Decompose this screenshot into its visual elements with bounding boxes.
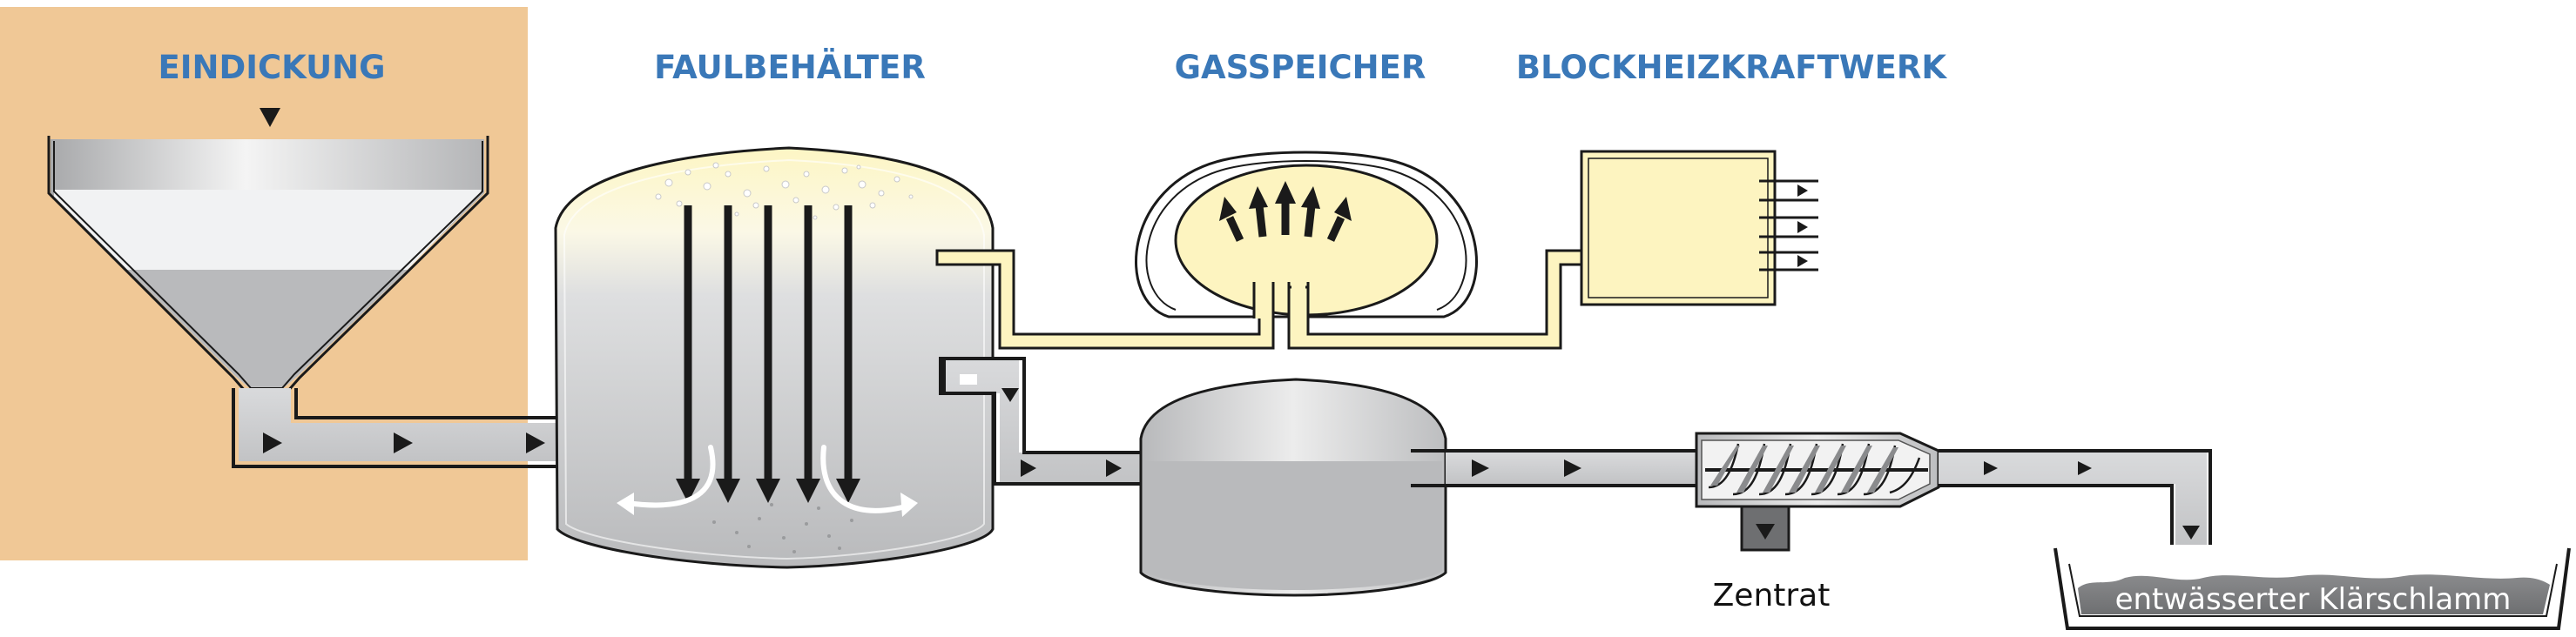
circulation-arrows bbox=[624, 445, 908, 513]
gas-bubbles bbox=[655, 162, 914, 220]
inflow-marker-icon bbox=[260, 108, 280, 127]
gas-flow-arrows bbox=[1219, 181, 1352, 242]
chp-output-lines bbox=[1759, 179, 1818, 272]
thickening-title: EINDICKUNG bbox=[158, 49, 385, 86]
flow-arrow-icon bbox=[1472, 459, 1489, 477]
flow-arrow-icon bbox=[2078, 461, 2092, 475]
storage-tank bbox=[1139, 378, 1447, 597]
flow-arrow-icon bbox=[1984, 461, 1998, 475]
flow-arrow-icon bbox=[1001, 388, 1019, 402]
flow-arrow-icon bbox=[263, 432, 282, 453]
centrate-label: Zentrat bbox=[1713, 578, 1831, 614]
flow-arrow-icon bbox=[526, 432, 545, 453]
pipe-storage-to-centrifuge bbox=[1411, 449, 1698, 487]
centrifuge bbox=[1695, 432, 1940, 552]
output-arrow-icon bbox=[1797, 184, 1808, 197]
pipe-digester-to-storage-tank bbox=[939, 357, 1143, 486]
gas-storage-title: GASSPEICHER bbox=[1175, 49, 1426, 86]
flow-arrow-icon bbox=[394, 432, 413, 453]
dewatered-sludge-container bbox=[2053, 547, 2571, 630]
flow-arrow-icon bbox=[1564, 459, 1581, 477]
mixing-arrows bbox=[676, 205, 860, 503]
dewatered-sludge-label: entwässerter Klärschlamm bbox=[2115, 582, 2512, 617]
centrate-flow-icon bbox=[1756, 524, 1775, 540]
output-arrow-icon bbox=[1797, 255, 1808, 267]
gas-storage-dome bbox=[1135, 151, 1478, 318]
pipe-centrifuge-to-container bbox=[1939, 449, 2212, 545]
chp-plant-title: BLOCKHEIZKRAFTWERK bbox=[1516, 49, 1947, 86]
chp-plant-box bbox=[1580, 150, 1818, 306]
flow-arrow-icon bbox=[1021, 459, 1036, 477]
pipe-thickener-to-digester bbox=[232, 388, 596, 468]
digester-title: FAULBEHÄLTER bbox=[654, 48, 926, 86]
flow-arrow-icon bbox=[1106, 459, 1122, 477]
digester-tank bbox=[554, 146, 995, 569]
output-arrow-icon bbox=[1797, 221, 1808, 233]
flow-arrow-icon bbox=[2182, 526, 2200, 540]
